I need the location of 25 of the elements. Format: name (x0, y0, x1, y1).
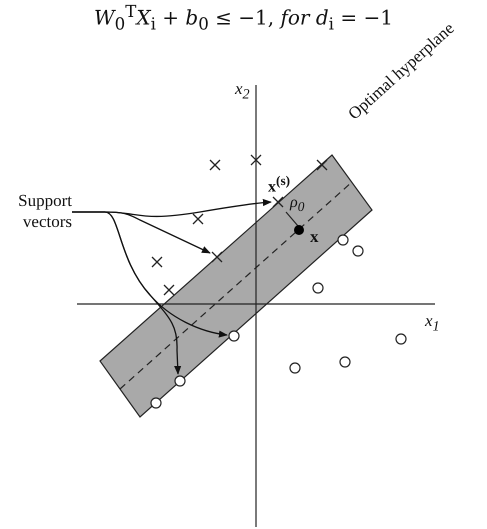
circle-mark (288, 361, 302, 375)
cross-mark (162, 283, 176, 297)
cross-mark (150, 255, 164, 269)
distance-label: ρ$_{0}$ (290, 194, 304, 215)
cross-mark (208, 158, 222, 172)
circle-mark (173, 374, 187, 388)
circle-mark (394, 332, 408, 346)
circle-mark (338, 355, 352, 369)
point-label: x$^{(s)}$ (268, 174, 290, 196)
cross-mark (271, 195, 285, 209)
cross-mark (249, 153, 263, 167)
circle-mark (336, 233, 350, 247)
arrow (72, 211, 182, 375)
axis-label: x$_{1}$ (425, 312, 440, 335)
circle-mark (149, 396, 163, 410)
cross-mark (191, 212, 205, 226)
point-label: x (310, 228, 318, 247)
callout-text: Support vectors (0, 190, 72, 232)
axis-label: x$_{2}$ (235, 80, 250, 103)
data-point (292, 223, 306, 237)
circle-mark (311, 281, 325, 295)
cross-mark (210, 250, 224, 264)
circle-mark (351, 244, 365, 258)
circle-mark (227, 329, 241, 343)
cross-mark (315, 158, 329, 172)
